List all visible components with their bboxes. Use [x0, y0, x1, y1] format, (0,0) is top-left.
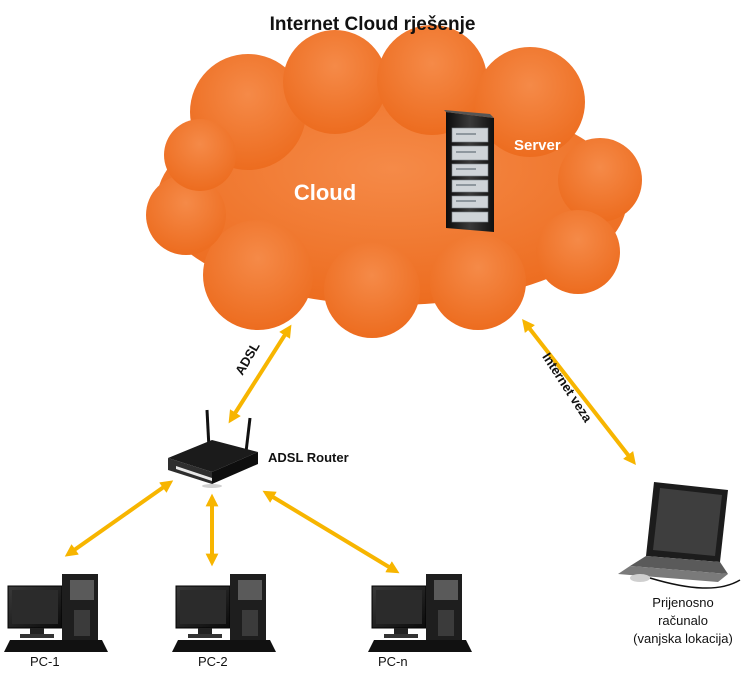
adsl-link-arrow — [228, 324, 292, 424]
cloud-label: Cloud — [293, 180, 357, 205]
internet-link-arrow — [522, 318, 636, 466]
pc1-link-arrow — [64, 480, 174, 557]
pc-2-label: PC-2 — [198, 654, 228, 669]
pc-n-label: PC-n — [378, 654, 408, 669]
laptop-label-line3: (vanjska lokacija) — [633, 631, 733, 646]
server-label: Server — [514, 137, 561, 154]
laptop-icon — [618, 482, 741, 589]
pc-2-icon — [172, 574, 276, 652]
router-label: ADSL Router — [268, 450, 349, 465]
laptop-label-line1: Prijenosno — [652, 595, 714, 610]
cloud-shape — [146, 25, 642, 338]
router-icon — [168, 409, 258, 488]
laptop-label-line2: računalo — [658, 613, 708, 628]
pc-1-icon — [4, 574, 108, 652]
laptop-label: Prijenosno računalo (vanjska lokacija) — [618, 594, 745, 648]
pc-n-icon — [368, 574, 472, 652]
pc-1-label: PC-1 — [30, 654, 60, 669]
server-icon — [444, 110, 494, 232]
diagram-title: Internet Cloud rješenje — [269, 14, 476, 35]
connection-arrows — [64, 318, 636, 574]
pcn-link-arrow — [262, 490, 400, 574]
